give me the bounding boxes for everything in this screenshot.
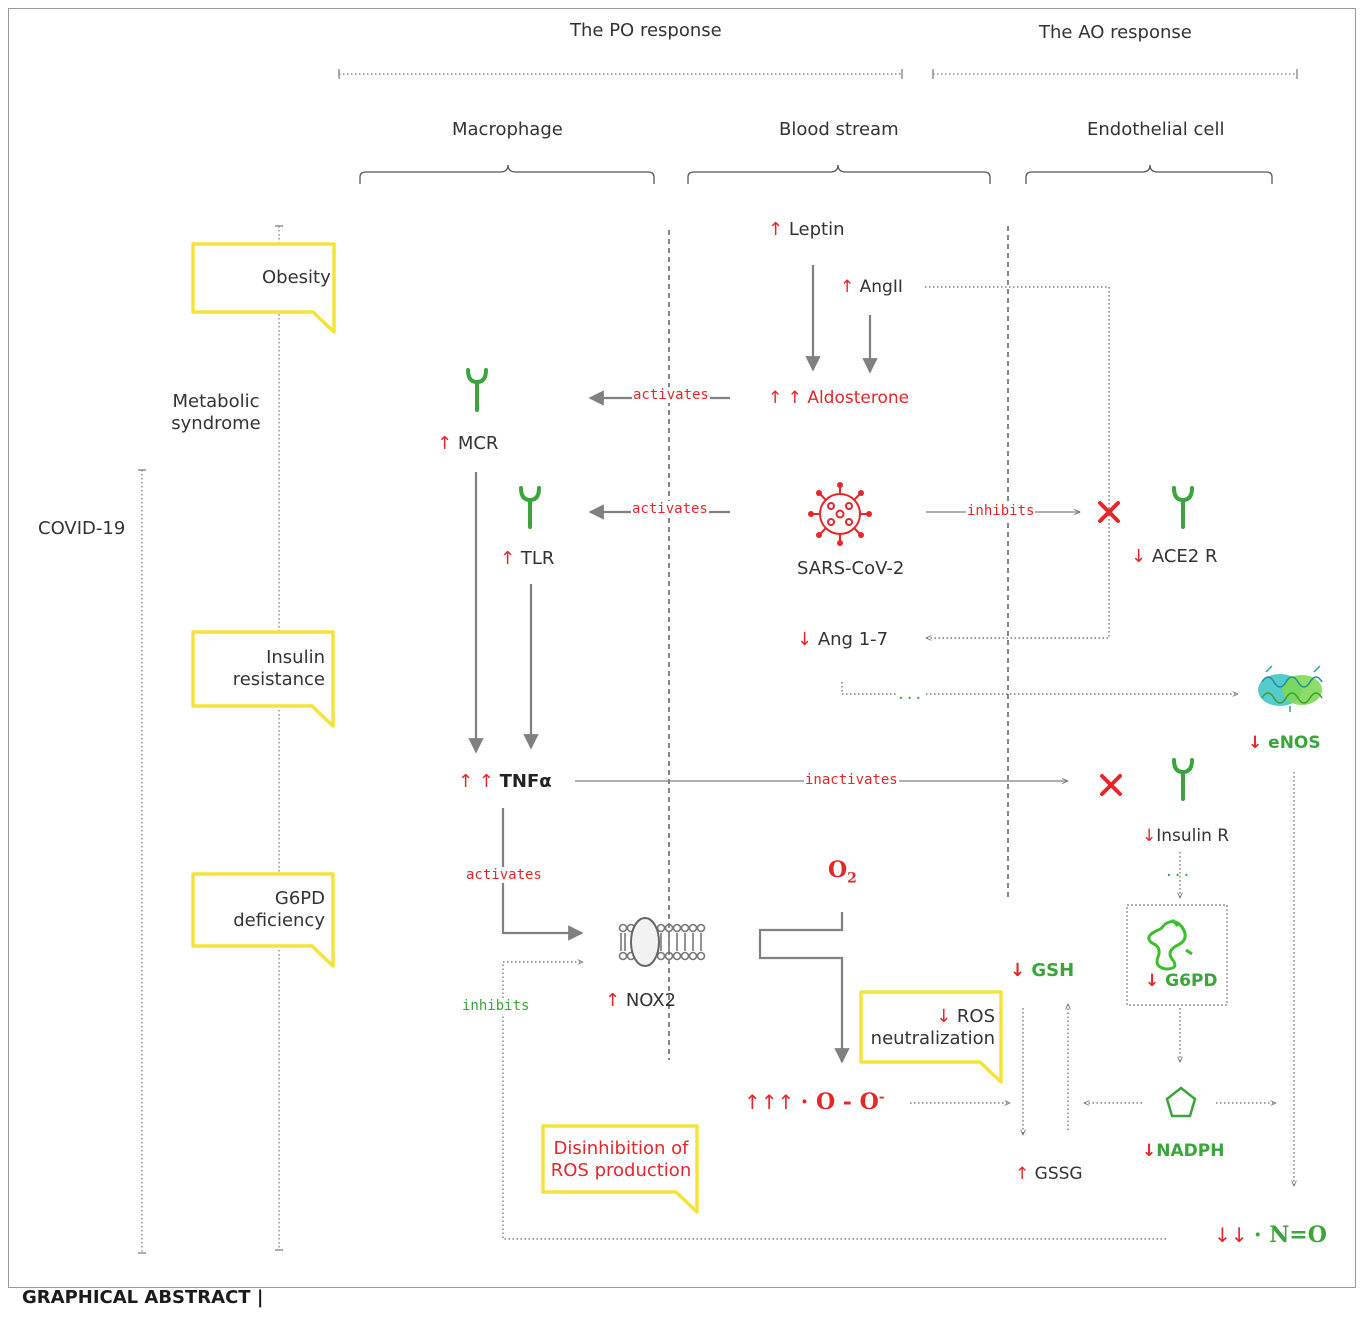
gssg-node: ↑ GSSG xyxy=(1015,1164,1083,1184)
gsh-node: ↓ GSH xyxy=(1010,960,1075,981)
inhibits-label-no: inhibits xyxy=(461,998,531,1014)
po-response-header: The PO response xyxy=(570,20,722,41)
dots-label-ang17: ... xyxy=(898,683,925,704)
activates-label-sars: activates xyxy=(631,501,709,517)
blood-stream-brace xyxy=(687,164,991,184)
tlr-receptor-icon xyxy=(519,486,541,529)
no-inhibits-nox2-path xyxy=(502,962,1166,1240)
ang17-to-enos-path xyxy=(841,682,1238,694)
enos-node: ↓ eNOS xyxy=(1248,733,1321,753)
endothelial-cell-header: Endothelial cell xyxy=(1087,119,1225,140)
g6pd-box xyxy=(1126,904,1228,1006)
insulin-resistance-callout xyxy=(191,630,335,728)
inactivates-label: inactivates xyxy=(804,772,899,788)
solid-arrows xyxy=(468,265,878,1064)
tnfa-to-nox2-arrow xyxy=(501,808,584,941)
activates-label-tnfa: activates xyxy=(465,867,543,883)
mcr-receptor-icon xyxy=(466,368,488,412)
insulin-r-node: ↓Insulin R xyxy=(1142,826,1230,846)
g6pd-protein-icon xyxy=(1147,918,1193,971)
ros-neutralization-callout xyxy=(859,990,1003,1084)
ros-neutralization-label: ↓ ROS neutralization xyxy=(870,1006,995,1049)
endothelial-brace xyxy=(1025,164,1273,184)
insulin-receptor-icon xyxy=(1172,758,1194,801)
tlr-node: ↑ TLR xyxy=(500,548,555,569)
graphical-abstract-caption: GRAPHICAL ABSTRACT | xyxy=(22,1287,264,1308)
obesity-label: Obesity xyxy=(262,267,331,288)
g6pd-node: ↓ G6PD xyxy=(1145,971,1218,991)
nitric-oxide-node: ↓↓ · N=O xyxy=(1214,1222,1327,1248)
covid-timeline xyxy=(138,469,146,1254)
nadph-node: ↓NADPH xyxy=(1142,1141,1225,1161)
ang17-node: ↓ Ang 1-7 xyxy=(797,629,889,650)
covid-label: COVID-19 xyxy=(38,518,126,539)
nox2-membrane-icon xyxy=(618,917,706,967)
ace2-receptor-icon xyxy=(1172,486,1194,529)
activates-label-aldosterone: activates xyxy=(632,387,710,403)
angii-node: ↑ AngII xyxy=(840,277,903,297)
nox2-node: ↑ NOX2 xyxy=(605,990,677,1011)
tnfa-node: ↑ ↑ TNFα xyxy=(458,771,552,792)
o2-to-superoxide-arrow xyxy=(758,912,850,1064)
angii-to-ang17-path xyxy=(925,286,1110,638)
macrophage-header: Macrophage xyxy=(452,119,563,140)
macrophage-brace xyxy=(359,164,655,184)
dots-label-insulin: ... xyxy=(1166,860,1193,881)
aldosterone-node: ↑ ↑ Aldosterone xyxy=(768,388,910,408)
g6pd-deficiency-callout xyxy=(191,872,335,968)
inhibits-label-sars: inhibits xyxy=(966,503,1036,519)
ao-response-bracket xyxy=(932,69,1298,79)
figure-frame xyxy=(8,8,1356,1288)
disinhibition-callout xyxy=(541,1124,699,1214)
ao-response-header: The AO response xyxy=(1039,22,1192,43)
leptin-node: ↑ Leptin xyxy=(768,219,845,240)
enos-protein-icon xyxy=(1258,665,1323,712)
ace2r-node: ↓ ACE2 R xyxy=(1131,546,1218,567)
blood-stream-header: Blood stream xyxy=(779,119,899,140)
insulin-r-blocked-icon xyxy=(1100,774,1122,796)
nadph-pentagon-icon xyxy=(1165,1086,1197,1118)
po-response-bracket xyxy=(338,69,903,79)
o2-node: O2 xyxy=(828,857,857,887)
obesity-callout xyxy=(191,242,336,334)
sars-cov-2-node: SARS-CoV-2 xyxy=(797,558,905,579)
metabolic-syndrome-timeline xyxy=(275,225,283,1251)
superoxide-node: ↑↑↑ · O - O- xyxy=(744,1089,885,1115)
virus-icon xyxy=(808,482,872,546)
dotted-arrows xyxy=(502,286,1294,1240)
mcr-node: ↑ MCR xyxy=(437,433,499,454)
